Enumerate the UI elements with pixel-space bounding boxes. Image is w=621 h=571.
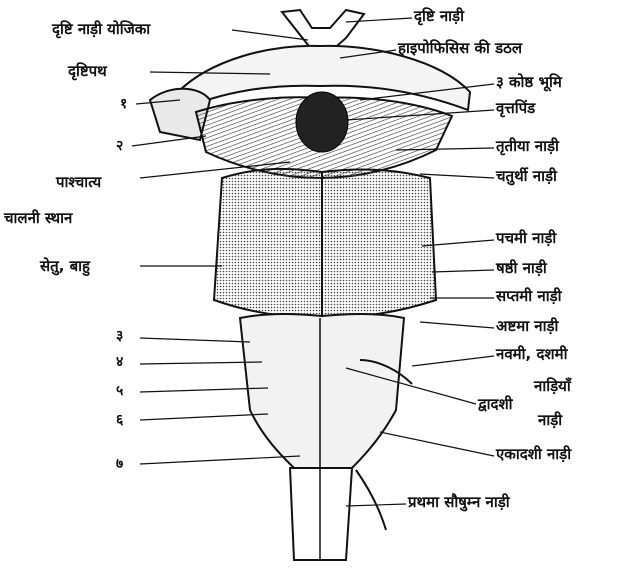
label-nerve-word: नाड़ी (538, 412, 562, 429)
label-perforated-space: चालनी स्थान (4, 210, 72, 227)
mammillary-body-shape (296, 92, 348, 152)
label-mammillary: वृत्तपिंड (496, 100, 535, 117)
label-number-2: २ (116, 138, 123, 155)
label-pituitary-stalk: हाइपोफिसिस की डठल (398, 40, 522, 57)
label-number-7: ७ (116, 456, 123, 473)
label-nerves-word: नाड़ियाँ (534, 378, 571, 395)
label-eleventh-nerve: एकादशी नाड़ी (496, 446, 571, 463)
label-fourth-nerve: चतुर्थी नाड़ी (496, 168, 557, 185)
label-fifth-nerve: पचमी नाड़ी (496, 230, 556, 247)
label-ninth-tenth-nerve: नवमी, दशमी (496, 346, 567, 363)
label-seventh-nerve: सप्तमी नाड़ी (496, 288, 562, 305)
label-third-nerve: तृतीया नाड़ी (496, 138, 559, 155)
label-posterior: पाश्चात्य (56, 174, 101, 191)
label-optic-nerve: दृष्टि नाड़ी (414, 8, 464, 25)
label-first-cervical-nerve: प्रथमा सौषुम्न नाड़ी (408, 494, 510, 511)
label-number-3: ३ (116, 328, 123, 345)
label-number-4: ४ (116, 354, 123, 371)
label-number-1: १ (120, 96, 127, 113)
medulla-shape (240, 314, 404, 470)
label-eighth-nerve: अष्टमा नाड़ी (496, 318, 558, 335)
label-optic-tract: दृष्टिपथ (68, 63, 107, 80)
label-number-5: ५ (116, 383, 123, 400)
spinal-cord-shape (290, 468, 352, 560)
label-twelfth: द्वादशी (478, 396, 513, 413)
label-third-ventricle-floor: ३ कोष्ठ भूमि (496, 74, 562, 91)
label-sixth-nerve: षष्ठी नाड़ी (496, 260, 547, 277)
label-optic-chiasma: दृष्टि नाड़ी योजिका (52, 21, 150, 38)
label-number-6: ६ (116, 412, 123, 429)
label-pons-arm: सेतु, बाहु (40, 258, 90, 275)
pons-shape (214, 169, 436, 318)
